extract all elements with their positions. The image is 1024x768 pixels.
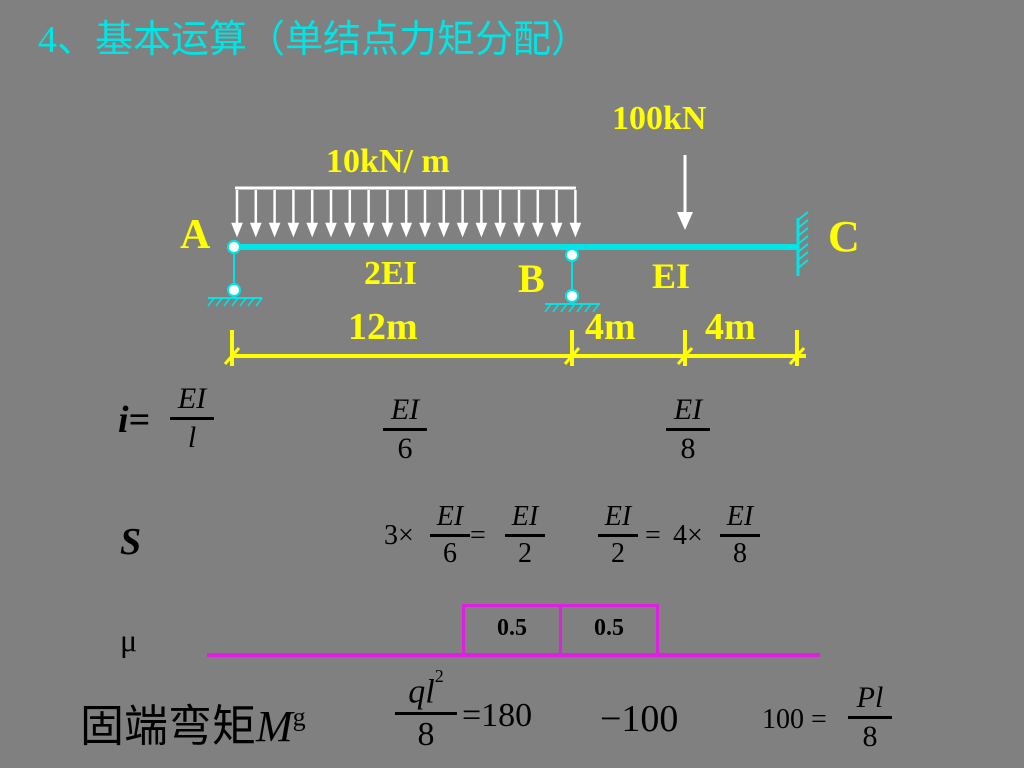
node-c-label: C — [828, 212, 860, 261]
s-ab-coef: 3× — [384, 520, 414, 551]
mu-label: μ — [120, 622, 138, 658]
s-label: S — [120, 521, 142, 563]
mf-ab-result: =180 — [462, 697, 533, 734]
dimension-line — [223, 330, 806, 366]
s-bc-eq: = — [645, 520, 661, 551]
s-ab-eq: = — [470, 520, 486, 551]
point-load-label: 100kN — [612, 100, 707, 137]
stiffness-bc-label: EI — [652, 256, 691, 296]
s-bc-coef: 4× — [673, 520, 703, 551]
span-bc2-label: 4m — [705, 306, 756, 348]
mf-bc-value: 100 = — [762, 704, 827, 735]
node-a-label: A — [180, 212, 211, 258]
node-b-label: B — [518, 256, 545, 301]
span-bc1-label: 4m — [585, 306, 636, 348]
slide-title: 4、基本运算（单结点力矩分配） — [38, 19, 590, 61]
mf-ab-frac: ql2 8 — [395, 667, 457, 752]
distributed-load-label: 10kN/ m — [326, 143, 450, 180]
mf-b-value: −100 — [600, 698, 679, 740]
distributed-load-arrows — [231, 190, 582, 238]
stiffness-ab-label: 2EI — [364, 255, 417, 292]
mu-ab-box: 0.5 — [462, 604, 562, 656]
support-c — [796, 211, 809, 276]
support-b — [544, 248, 600, 313]
mu-bc-box: 0.5 — [559, 604, 659, 656]
support-a — [207, 240, 263, 307]
point-load-arrow — [677, 155, 693, 230]
mf-label: 固端弯矩Mg — [80, 702, 306, 751]
span-ab-label: 12m — [348, 306, 418, 348]
i-label: i= — [118, 399, 151, 441]
